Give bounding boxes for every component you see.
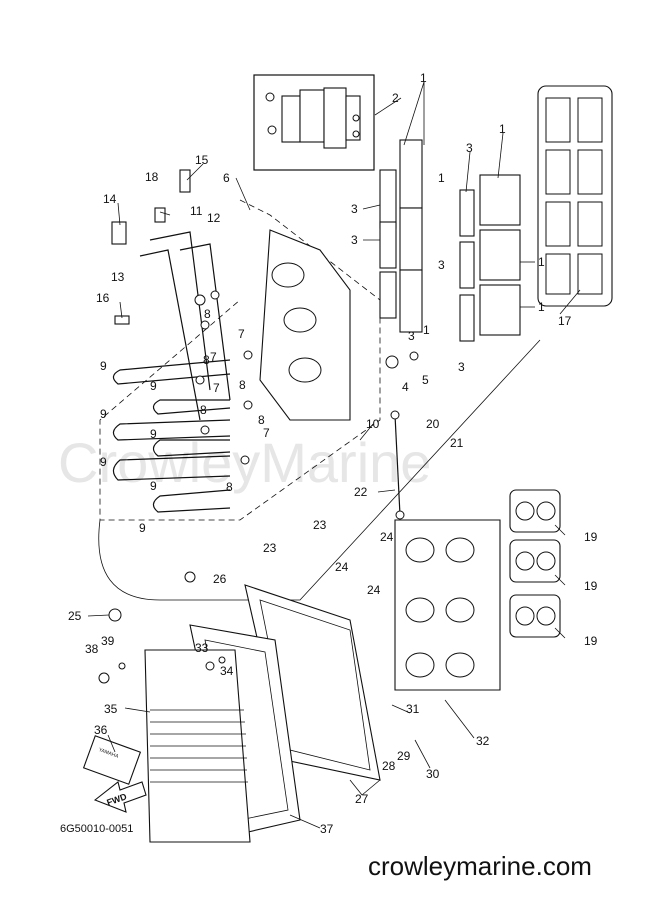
carburetor-assembly — [394, 519, 501, 691]
callout-9f: 9 — [150, 479, 157, 493]
callout-12: 12 — [207, 211, 221, 225]
callout-24: 24 — [380, 530, 394, 544]
callout-36: 36 — [94, 723, 108, 737]
callout-28: 28 — [382, 759, 396, 773]
outer-hose-loop — [98, 339, 541, 601]
callout-9: 9 — [100, 359, 107, 373]
callout-17: 17 — [558, 314, 572, 328]
callout-1e: 1 — [538, 300, 545, 314]
callout-21: 21 — [450, 436, 464, 450]
callout-9b: 9 — [150, 379, 157, 393]
callout-3f: 3 — [458, 360, 465, 374]
callout-1b: 1 — [499, 122, 506, 136]
callout-8c: 8 — [239, 378, 246, 392]
callout-7b: 7 — [210, 350, 217, 364]
hose-bends — [112, 359, 231, 513]
callout-11: 11 — [190, 204, 203, 218]
callout-7: 7 — [238, 327, 245, 341]
callout-9e: 9 — [100, 455, 107, 469]
callout-14: 14 — [103, 192, 117, 206]
callout-23: 23 — [313, 518, 327, 532]
callout-8b: 8 — [203, 353, 210, 367]
callout-4: 4 — [402, 380, 409, 394]
reed-valve-stack-right — [459, 174, 521, 342]
callout-19b: 19 — [584, 579, 598, 593]
callout-7d: 7 — [263, 426, 270, 440]
callout-29: 29 — [397, 749, 411, 763]
brand-sticker: YAMAHA — [82, 735, 142, 785]
callout-7c: 7 — [213, 381, 220, 395]
silencer-cover — [144, 649, 251, 843]
callout-3c: 3 — [351, 233, 358, 247]
callout-9d: 9 — [150, 427, 157, 441]
callout-13: 13 — [111, 270, 125, 284]
callout-25: 25 — [68, 609, 82, 623]
callout-16: 16 — [96, 291, 110, 305]
silencer-fasteners — [98, 571, 226, 684]
callout-8d: 8 — [200, 403, 207, 417]
fittings — [111, 169, 419, 465]
callout-9c: 9 — [100, 407, 107, 421]
callout-2: 2 — [392, 91, 399, 105]
callout-9g: 9 — [139, 521, 146, 535]
carburetor-gaskets — [509, 489, 561, 638]
callout-24b: 24 — [335, 560, 349, 574]
hose-pipes — [139, 231, 231, 421]
callout-26: 26 — [213, 572, 227, 586]
reed-plate-gasket — [537, 85, 613, 307]
callout-33: 33 — [195, 641, 209, 655]
callout-8f: 8 — [226, 480, 233, 494]
callout-1f: 1 — [423, 323, 430, 337]
callout-18: 18 — [145, 170, 159, 184]
callout-23b: 23 — [263, 541, 277, 555]
callout-19c: 19 — [584, 634, 598, 648]
callout-35: 35 — [104, 702, 118, 716]
callout-5: 5 — [422, 373, 429, 387]
callout-3b: 3 — [351, 202, 358, 216]
callout-3e: 3 — [408, 329, 415, 343]
leader-lines — [87, 81, 581, 829]
site-url[interactable]: crowleymarine.com — [368, 851, 592, 881]
link-rod — [390, 410, 405, 520]
callout-32: 32 — [476, 734, 490, 748]
callout-38: 38 — [85, 642, 99, 656]
callout-6: 6 — [223, 171, 230, 185]
callout-31: 31 — [406, 702, 420, 716]
callout-15: 15 — [195, 153, 209, 167]
callout-8: 8 — [204, 307, 211, 321]
callout-labels: 1 2 3 1 1 3 3 3 1 1 1 3 3 4 5 6 7 7 7 7 … — [68, 71, 598, 836]
diagram-code: 6G50010-0051 — [60, 823, 133, 835]
callout-37: 37 — [320, 822, 334, 836]
callout-19: 19 — [584, 530, 598, 544]
inset-detail-box — [253, 74, 375, 171]
callout-30: 30 — [426, 767, 440, 781]
callout-3d: 3 — [438, 258, 445, 272]
reed-valve-stack-left — [379, 139, 423, 333]
callout-1c: 1 — [438, 171, 445, 185]
intake-manifold — [259, 229, 351, 421]
callout-24c: 24 — [367, 583, 381, 597]
callout-8e: 8 — [258, 413, 265, 427]
callout-20: 20 — [426, 417, 440, 431]
callout-39: 39 — [101, 634, 115, 648]
forward-arrow: FWD — [93, 781, 147, 813]
callout-34: 34 — [220, 664, 234, 678]
callout-1: 1 — [420, 71, 427, 85]
callout-27: 27 — [355, 792, 369, 806]
callout-22: 22 — [354, 485, 368, 499]
callout-10: 10 — [366, 417, 380, 431]
callout-3: 3 — [466, 141, 473, 155]
callout-1d: 1 — [538, 255, 545, 269]
